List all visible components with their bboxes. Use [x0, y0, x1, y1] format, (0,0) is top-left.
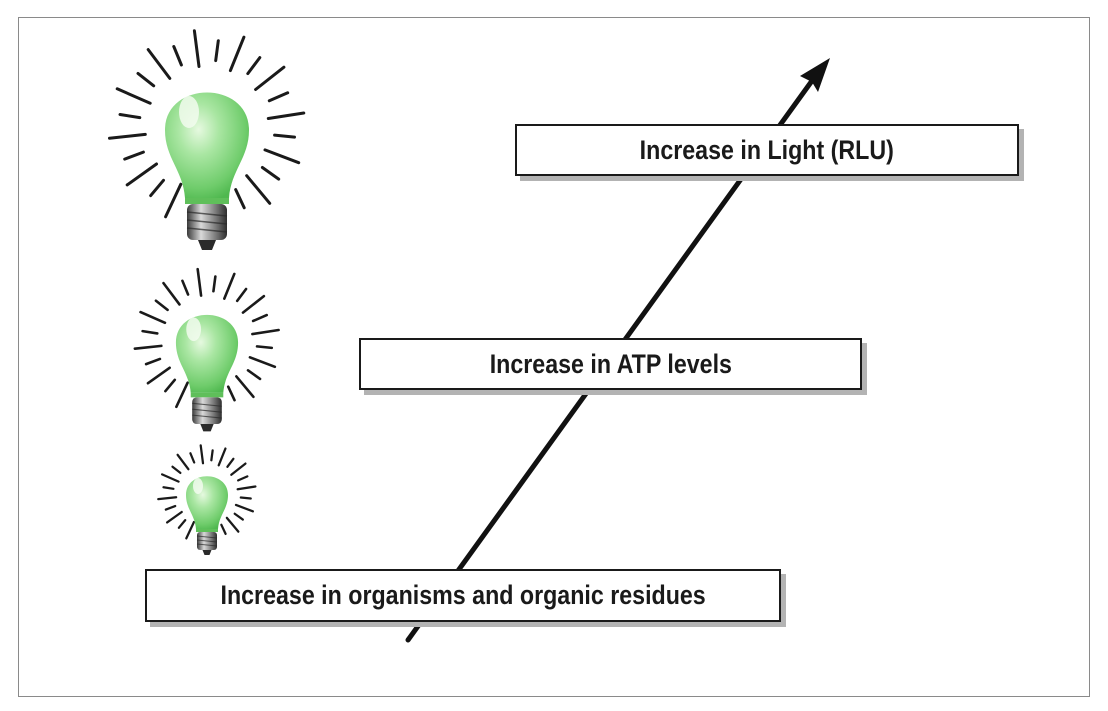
light-ray	[164, 378, 177, 393]
light-ray	[175, 381, 189, 409]
light-ray	[176, 453, 190, 471]
light-ray	[246, 56, 262, 76]
light-ray	[162, 281, 181, 306]
light-ray	[171, 465, 182, 475]
label-light-text: Increase in Light (RLU)	[639, 134, 895, 165]
bulb-small-icon	[157, 444, 257, 555]
light-ray	[144, 357, 162, 366]
light-ray	[251, 313, 269, 323]
light-ray	[185, 520, 196, 540]
light-ray	[146, 366, 171, 385]
light-ray	[235, 375, 255, 399]
light-ray	[248, 356, 277, 369]
label-atp: Increase in ATP levels	[359, 338, 862, 390]
light-ray	[160, 473, 180, 483]
light-ray	[254, 65, 286, 91]
light-ray	[236, 485, 257, 491]
light-ray	[226, 385, 236, 402]
label-organisms: Increase in organisms and organic residu…	[145, 569, 781, 622]
light-ray	[225, 516, 240, 533]
light-ray	[235, 287, 248, 303]
light-ray	[181, 279, 190, 296]
light-ray	[245, 174, 272, 205]
light-ray	[192, 29, 201, 68]
label-light: Increase in Light (RLU)	[515, 124, 1019, 176]
light-ray	[214, 39, 220, 63]
light-ray	[177, 519, 187, 529]
light-ray	[226, 457, 235, 468]
light-ray	[136, 71, 156, 88]
light-ray	[162, 486, 175, 490]
bulb-medium-icon	[133, 267, 280, 432]
light-ray	[217, 447, 227, 467]
light-ray	[239, 496, 252, 500]
light-ray	[260, 166, 281, 181]
light-ray	[154, 299, 169, 312]
light-ray	[157, 496, 178, 501]
light-ray	[164, 504, 177, 511]
light-ray	[149, 178, 165, 198]
light-ray	[234, 188, 246, 210]
light-ray	[233, 512, 244, 521]
light-ray	[212, 275, 217, 293]
light-ray	[230, 462, 247, 476]
light-ray	[108, 132, 147, 140]
light-ray	[228, 35, 246, 73]
light-ray	[199, 444, 205, 465]
light-ray	[141, 329, 159, 335]
light-ray	[237, 475, 249, 482]
light-ray	[273, 133, 296, 139]
light-ray	[115, 87, 152, 105]
light-ray	[196, 267, 203, 297]
light-ray	[246, 369, 262, 381]
light-ray	[220, 523, 227, 536]
light-ray	[164, 182, 183, 219]
light-ray	[266, 111, 306, 120]
light-ray	[189, 452, 196, 464]
light-ray	[165, 510, 183, 524]
light-ray	[172, 45, 183, 67]
light-ray	[251, 328, 280, 336]
light-ray	[263, 148, 301, 165]
light-ray	[123, 150, 145, 161]
light-ray	[241, 294, 266, 314]
light-ray	[234, 503, 254, 513]
label-atp-text: Increase in ATP levels	[489, 348, 732, 379]
light-ray	[267, 91, 290, 103]
light-ray	[146, 48, 172, 80]
light-ray	[118, 113, 142, 120]
light-ray	[139, 310, 167, 325]
label-organisms-text: Increase in organisms and organic residu…	[220, 580, 706, 610]
light-ray	[133, 344, 163, 350]
light-ray	[125, 162, 158, 187]
light-ray	[210, 449, 214, 462]
light-ray	[223, 272, 236, 300]
light-ray	[255, 345, 274, 350]
bulb-large-icon	[108, 29, 306, 250]
